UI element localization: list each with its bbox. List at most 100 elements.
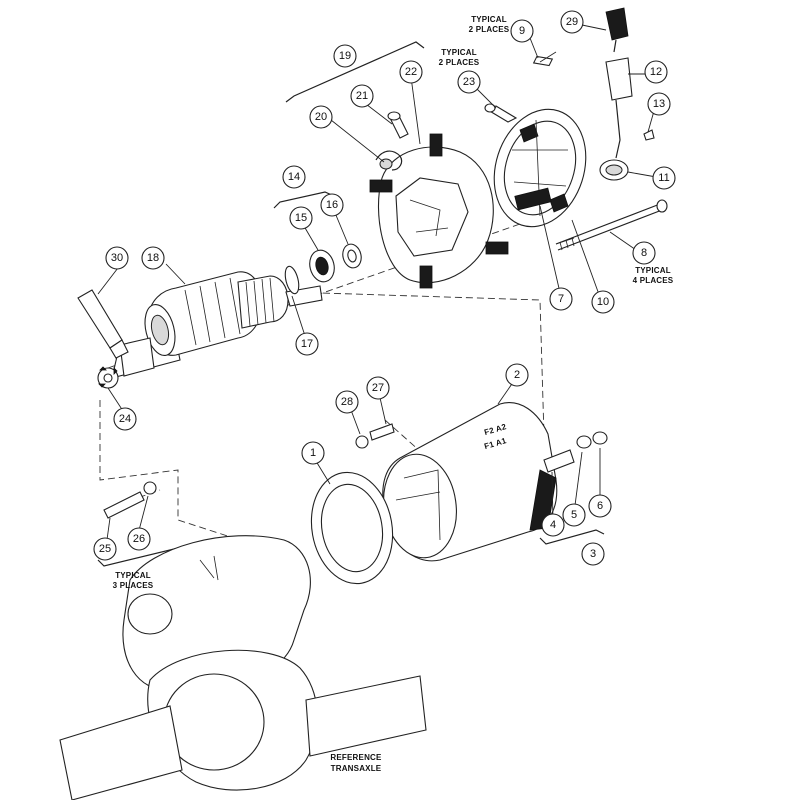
callout-label: 24 [119, 413, 131, 425]
callout-label: 3 [590, 548, 596, 560]
spacer-washer [342, 243, 362, 269]
callout-label: 25 [99, 543, 111, 555]
callout-29: 29 [560, 10, 584, 34]
callout-label: 14 [288, 171, 300, 183]
callout-label: 30 [111, 252, 123, 264]
mounting-bolt [103, 491, 145, 519]
callout-23: 23 [457, 70, 481, 94]
callout-5: 5 [562, 503, 586, 527]
sensor-harness-connector [605, 57, 633, 159]
callout-label: 17 [301, 338, 313, 350]
armature-assembly [111, 271, 323, 379]
callout-label: 5 [571, 509, 577, 521]
note-typical-2-places-mid: TYPICAL 2 PLACES [439, 48, 480, 67]
callout-18: 18 [141, 246, 165, 270]
note-line: TRANSAXLE [331, 764, 382, 773]
callout-label: 19 [339, 50, 351, 62]
callout-12: 12 [644, 60, 668, 84]
thru-bolts [555, 199, 668, 251]
leader-lines [97, 24, 663, 548]
terminal-hardware [543, 431, 608, 473]
callout-22: 22 [399, 60, 423, 84]
callout-20: 20 [309, 105, 333, 129]
callout-label: 26 [133, 533, 145, 545]
callout-1: 1 [301, 441, 325, 465]
callout-3: 3 [581, 542, 605, 566]
note-typical-3-places: TYPICAL 3 PLACES [113, 571, 154, 590]
callout-25: 25 [93, 537, 117, 561]
callout-24: 24 [113, 407, 137, 431]
callout-label: 2 [514, 369, 520, 381]
note-line: 4 PLACES [633, 276, 674, 285]
callout-30: 30 [105, 246, 129, 270]
callout-11: 11 [652, 166, 676, 190]
motor-housing: F2 A2 F1 A1 [382, 402, 558, 562]
grease-tube [77, 289, 129, 359]
callout-26: 26 [127, 527, 151, 551]
bearing [309, 249, 335, 283]
note-reference-transaxle: REFERENCE TRANSAXLE [330, 753, 382, 773]
callout-label: 12 [650, 66, 662, 78]
callout-label: 28 [341, 396, 353, 408]
retaining-ring [284, 265, 300, 295]
reference-transaxle [59, 535, 427, 800]
callout-label: 13 [653, 98, 665, 110]
end-head-screws [484, 51, 557, 123]
brush-screw [387, 111, 409, 139]
note-line: 2 PLACES [439, 58, 480, 67]
note-line: TYPICAL [441, 48, 477, 57]
callout-label: 29 [566, 16, 578, 28]
note-line: TYPICAL [115, 571, 151, 580]
speed-sensor [599, 159, 629, 181]
callout-15: 15 [289, 206, 313, 230]
note-line: TYPICAL [635, 266, 671, 275]
note-line: 3 PLACES [113, 581, 154, 590]
mounting-lockwasher [143, 481, 157, 495]
callout-label: 4 [550, 519, 556, 531]
callout-28: 28 [335, 390, 359, 414]
note-line: REFERENCE [330, 753, 382, 762]
callout-4: 4 [541, 513, 565, 537]
snap-ring [97, 366, 119, 389]
housing-washer [355, 435, 369, 449]
field-ring [310, 471, 394, 585]
note-typical-2-places-top: TYPICAL 2 PLACES [469, 15, 510, 34]
note-typical-4-places: TYPICAL 4 PLACES [633, 266, 674, 285]
callout-21: 21 [350, 84, 374, 108]
callout-label: 15 [295, 212, 307, 224]
callout-label: 8 [641, 247, 647, 259]
callout-label: 27 [372, 382, 384, 394]
callout-label: 7 [558, 293, 564, 305]
callout-label: 18 [147, 252, 159, 264]
callout-label: 1 [310, 447, 316, 459]
sensor-mounting-screw [643, 129, 655, 141]
callout-label: 20 [315, 111, 327, 123]
callout-9: 9 [510, 19, 534, 43]
brush-holder-assembly [369, 133, 509, 289]
callout-13: 13 [647, 92, 671, 116]
callout-label: 11 [658, 172, 669, 184]
callout-label: 6 [597, 500, 603, 512]
callout-17: 17 [295, 332, 319, 356]
note-line: TYPICAL [471, 15, 507, 24]
callout-label: 9 [519, 25, 525, 37]
callout-label: 21 [356, 90, 368, 102]
mating-connector [605, 7, 629, 53]
callout-27: 27 [366, 376, 390, 400]
callout-label: 10 [597, 296, 609, 308]
callout-16: 16 [320, 193, 344, 217]
note-line: 2 PLACES [469, 25, 510, 34]
callout-8: 8 [632, 241, 656, 265]
callout-label: 16 [326, 199, 338, 211]
callout-10: 10 [591, 290, 615, 314]
callout-6: 6 [588, 494, 612, 518]
callout-14: 14 [282, 165, 306, 189]
callout-2: 2 [505, 363, 529, 387]
end-head [493, 108, 587, 228]
callout-19: 19 [333, 44, 357, 68]
callout-label: 23 [463, 76, 475, 88]
callout-7: 7 [549, 287, 573, 311]
callout-label: 22 [405, 66, 417, 78]
